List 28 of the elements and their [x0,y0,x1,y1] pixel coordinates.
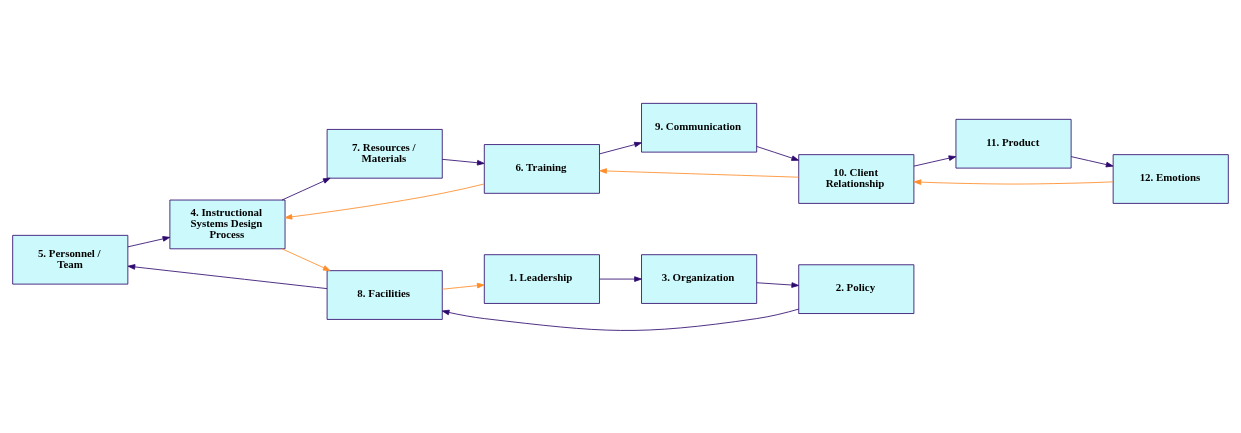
arrow [1070,155,1114,167]
node-box: 3. Organization [641,253,758,304]
arrow [913,154,957,167]
arrow [441,282,485,290]
arrow [127,263,328,289]
node-box: 2. Policy [798,263,915,314]
node-box: 4. Instructional Systems Design Process [169,199,286,249]
node-box: 11. Product [955,118,1072,168]
arrow [127,235,171,247]
node-box: 5. Personnel / Team [12,234,129,285]
arrow [756,281,799,288]
arrow [599,141,642,154]
arrow [441,308,800,331]
arrow [441,158,485,165]
arrow [599,275,642,282]
arrow [281,247,331,271]
node-box: 12. Emotions [1112,153,1229,204]
node-box: 7. Resources / Materials [326,128,443,179]
node-box: 8. Facilities [326,269,443,320]
node-box: 10. Client Relationship [798,153,915,204]
node-box: 6. Training [483,143,600,194]
arrow [284,183,485,220]
node-box: 1. Leadership [483,253,600,304]
arrow [756,145,799,161]
arrow [281,177,331,200]
arrow [913,178,1114,185]
arrow [599,167,799,178]
node-box: 9. Communication [641,102,758,153]
